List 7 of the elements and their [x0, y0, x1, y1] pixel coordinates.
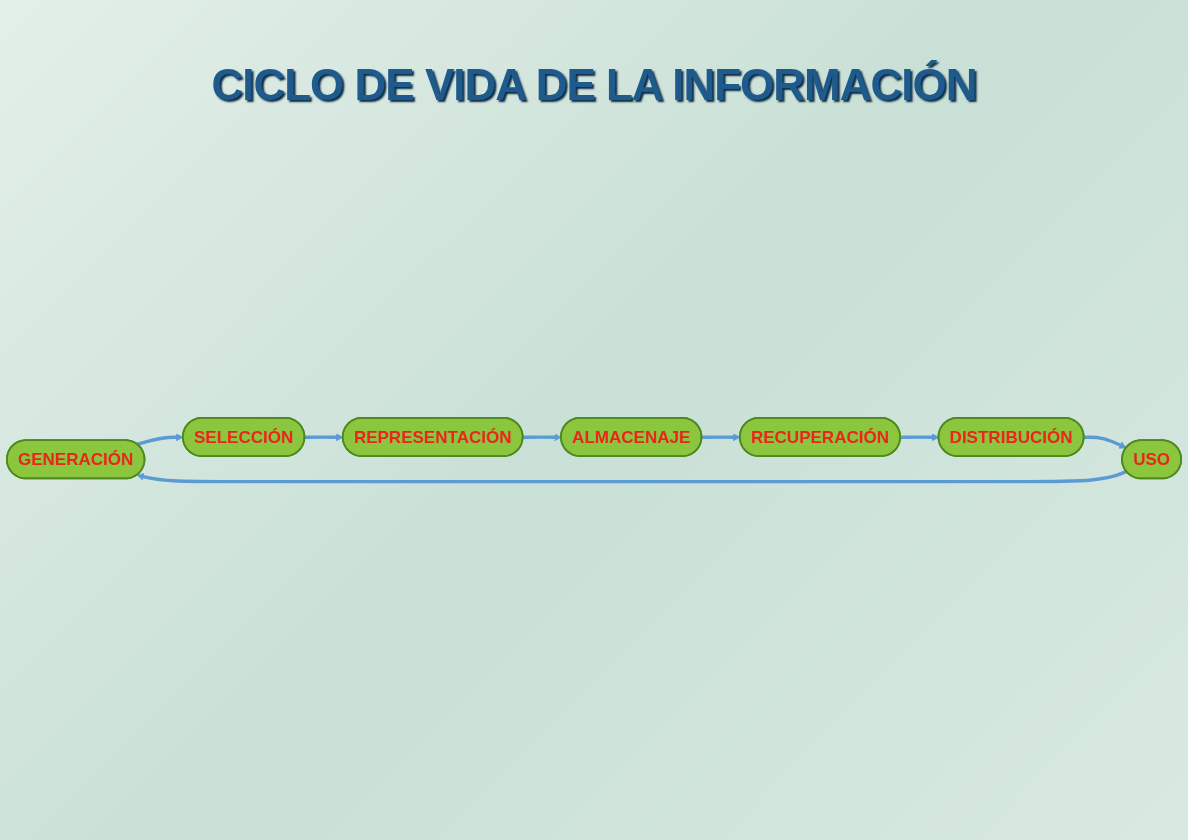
arrow	[701, 433, 741, 442]
arrow	[136, 433, 184, 447]
arrow	[523, 433, 562, 442]
arrow	[1084, 435, 1127, 449]
diagram-title: CICLO DE VIDA DE LA INFORMACIÓN	[210, 59, 978, 110]
arrow	[304, 433, 344, 442]
arrow	[136, 470, 1128, 484]
